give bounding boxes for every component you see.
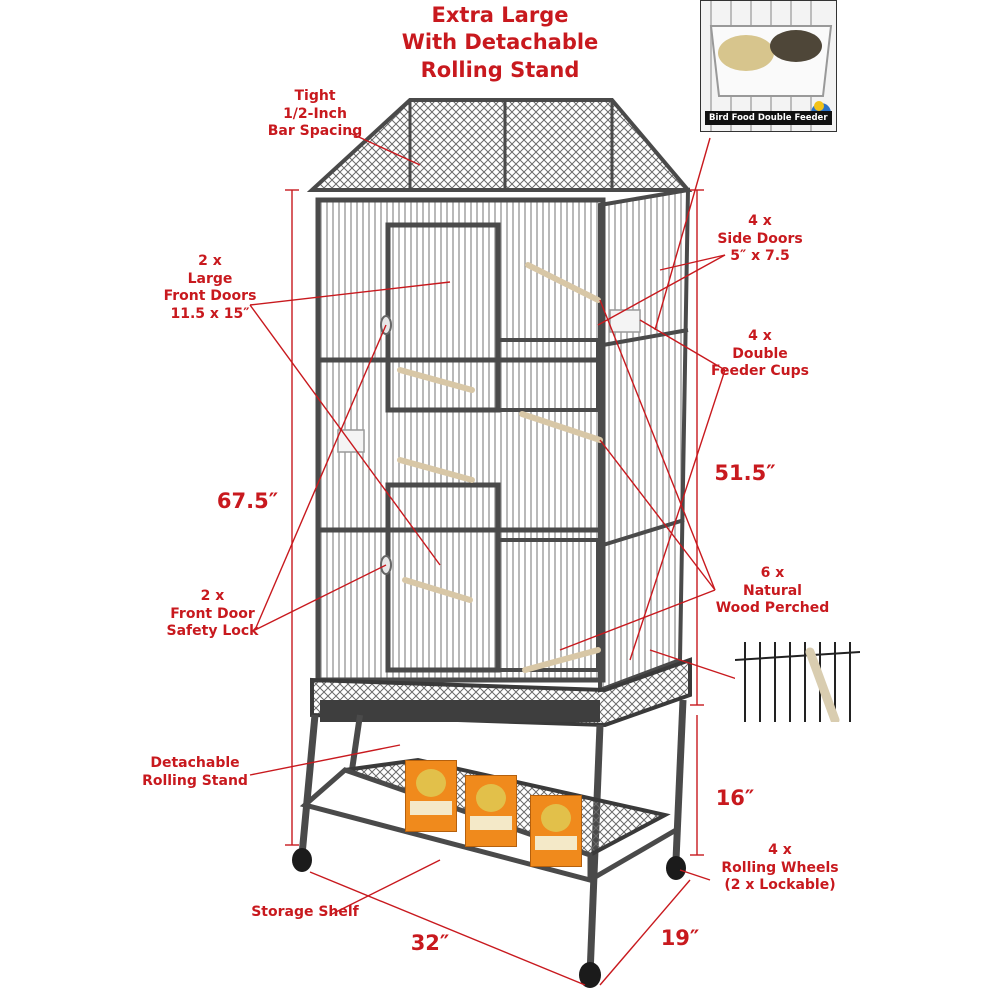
food-box	[530, 795, 582, 867]
label-line: Front Door	[170, 605, 255, 622]
perch	[519, 411, 603, 443]
wheel	[579, 962, 601, 988]
label-line: Large	[187, 270, 233, 287]
label-line: 1/2-Inch	[283, 105, 347, 122]
feeder-caption: Bird Food Double Feeder	[705, 111, 832, 125]
total-height-dimension: 67.5″	[216, 489, 279, 513]
perches-label: 6 x Natural Wood Perched	[700, 565, 845, 618]
storage-shelf-label: Storage Shelf	[251, 904, 359, 920]
label-line: Natural	[743, 582, 802, 599]
label-line: Side Doors	[717, 230, 803, 247]
perch-inset	[735, 642, 860, 722]
label-line: Tight	[294, 88, 336, 104]
stand-height-dimension: 16″	[715, 786, 755, 810]
cage-height-dimension: 51.5″	[714, 461, 776, 485]
side-doors-label: 4 x Side Doors 5″ x 7.5	[705, 213, 815, 266]
dimension-lines	[285, 189, 704, 986]
cage-side-panel	[598, 187, 691, 693]
label-line: 4 x	[748, 328, 772, 344]
label-line: Bar Spacing	[267, 123, 363, 139]
width-dimension: 32″	[410, 931, 450, 955]
wheel	[666, 856, 686, 880]
food-box	[465, 775, 517, 847]
label-line: Rolling Stand	[142, 772, 248, 789]
title: Extra Large With Detachable Rolling Stan…	[370, 2, 630, 84]
label-line: 11.5 x 15″	[170, 305, 250, 322]
perch	[402, 577, 473, 603]
label-line: (2 x Lockable)	[724, 877, 836, 893]
label-line: 4 x	[748, 213, 772, 229]
wheel	[292, 848, 312, 872]
label-line: Safety Lock	[166, 623, 259, 639]
label-line: Double	[732, 345, 788, 362]
feeder-cup	[337, 429, 365, 453]
feeder-cup	[609, 309, 641, 333]
perch	[397, 457, 475, 483]
perch	[525, 262, 601, 303]
depth-dimension: 19″	[660, 926, 700, 950]
perch	[522, 647, 601, 673]
label-line: 4 x	[768, 842, 792, 858]
wheels-label: 4 x Rolling Wheels (2 x Lockable)	[710, 842, 850, 895]
label-line: Front Doors	[163, 288, 257, 304]
safety-lock-label: 2 x Front Door Safety Lock	[150, 588, 275, 641]
bar-spacing-label: Tight 1/2-Inch Bar Spacing	[255, 88, 375, 141]
title-line: Rolling Stand	[420, 57, 580, 82]
feeder-cups-label: 4 x Double Feeder Cups	[705, 328, 815, 381]
perch-photo	[735, 642, 860, 722]
food-box	[405, 760, 457, 832]
label-line: 6 x	[760, 565, 785, 581]
label-line: Rolling Wheels	[721, 859, 839, 876]
title-line: Extra Large	[431, 3, 569, 27]
feeder-inset: Bird Food Double Feeder	[700, 0, 837, 132]
stand-leg	[298, 714, 319, 856]
feeder-photo	[709, 1, 833, 131]
rolling-stand-label: Detachable Rolling Stand	[130, 755, 260, 790]
label-line: 2 x	[200, 588, 225, 604]
label-line: Feeder Cups	[711, 363, 809, 379]
callout-lines	[249, 132, 741, 916]
label-line: Detachable	[150, 755, 240, 771]
stand-leg	[672, 699, 687, 861]
title-line: With Detachable	[401, 30, 599, 55]
perch	[397, 367, 475, 393]
large-front-doors-label: 2 x Large Front Doors 11.5 x 15″	[145, 253, 275, 323]
label-line: 5″ x 7.5	[730, 248, 790, 264]
label-line: 2 x	[198, 253, 222, 269]
label-line: Wood Perched	[715, 600, 830, 616]
